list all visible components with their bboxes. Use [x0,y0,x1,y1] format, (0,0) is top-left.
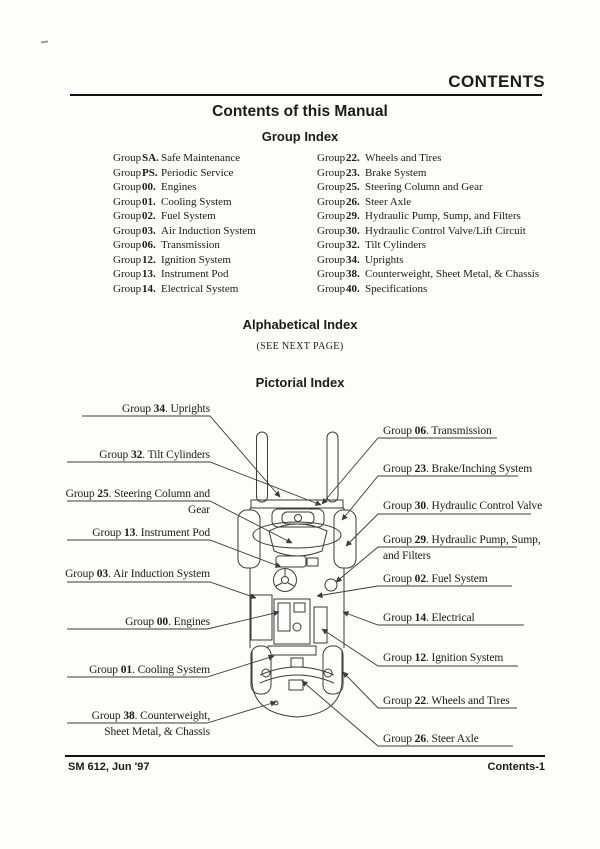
leader-group-13 [67,539,282,568]
callout-leader-lines [67,415,531,747]
footer-page-number: Contents-1 [487,761,545,773]
leader-group-38 [67,700,277,724]
leader-group-00 [67,610,280,630]
callout-ignition-system: Group 12. Ignition System [383,652,504,664]
leader-group-02 [316,585,512,599]
overhead-guard [252,521,342,557]
instrument-pod [275,555,319,568]
footer-document-id: SM 612, Jun '97 [68,761,150,773]
callout-hydraulic-control-valve: Group 30. Hydraulic Control Valve [383,500,543,512]
leader-group-12 [321,628,518,667]
battery-box [313,606,328,644]
callout-tilt-cylinders: Group 32. Tilt Cylinders [99,449,210,461]
leader-group-22 [342,671,517,709]
forklift-top-view-drawing [237,431,357,718]
see-next-page-note: (SEE NEXT PAGE) [256,341,344,352]
footer-rule [65,755,545,757]
callout-engines: Group 00. Engines [125,616,210,628]
group-index-title: Group Index [261,129,339,144]
steering-wheel [273,568,297,592]
header-rule [70,94,542,97]
hydraulic-pump-port [324,578,338,592]
callout-cooling-system: Group 01. Cooling System [89,664,210,676]
callout-uprights: Group 34. Uprights [122,403,210,415]
pictorial-index-title: Pictorial Index [255,375,345,390]
manual-title: Contents of this Manual [212,103,388,120]
air-cleaner [250,594,273,641]
callout-counterweight: Group 38. Counterweight, Sheet Metal, & … [91,710,210,738]
leader-group-03 [67,581,257,600]
leader-group-34 [82,415,281,498]
leader-group-30 [345,513,531,547]
leader-group-23 [341,475,518,521]
leader-group-32 [67,461,322,506]
leader-group-14 [342,611,524,626]
callout-instrument-pod: Group 13. Instrument Pod [92,527,210,539]
callout-wheels-tires: Group 22. Wheels and Tires [383,695,510,707]
leader-group-06 [321,437,497,505]
callout-brake-inching: Group 23. Brake/Inching System [383,463,533,475]
callout-hydraulic-pump: Group 29. Hydraulic Pump, Sump, and Filt… [383,534,541,562]
front-wheels [237,509,357,569]
callout-electrical: Group 14. Electrical [383,612,475,624]
alphabetical-index-title: Alphabetical Index [242,317,358,332]
callout-fuel-system: Group 02. Fuel System [383,573,488,585]
leader-group-01 [67,654,275,678]
upright-forks [256,431,339,503]
rear-wheels [250,645,344,695]
radiator [267,645,317,656]
callout-steer-axle: Group 26. Steer Axle [383,733,479,745]
callout-transmission: Group 06. Transmission [383,425,492,437]
page-title: CONTENTS [448,72,545,91]
leader-group-25 [67,500,293,544]
callout-air-induction: Group 03. Air Induction System [65,568,210,580]
callout-steering-column: Group 25. Steering Column and Gear [65,488,210,516]
engine-block [273,598,311,645]
leader-group-29 [335,546,517,583]
leader-group-26 [301,680,513,747]
